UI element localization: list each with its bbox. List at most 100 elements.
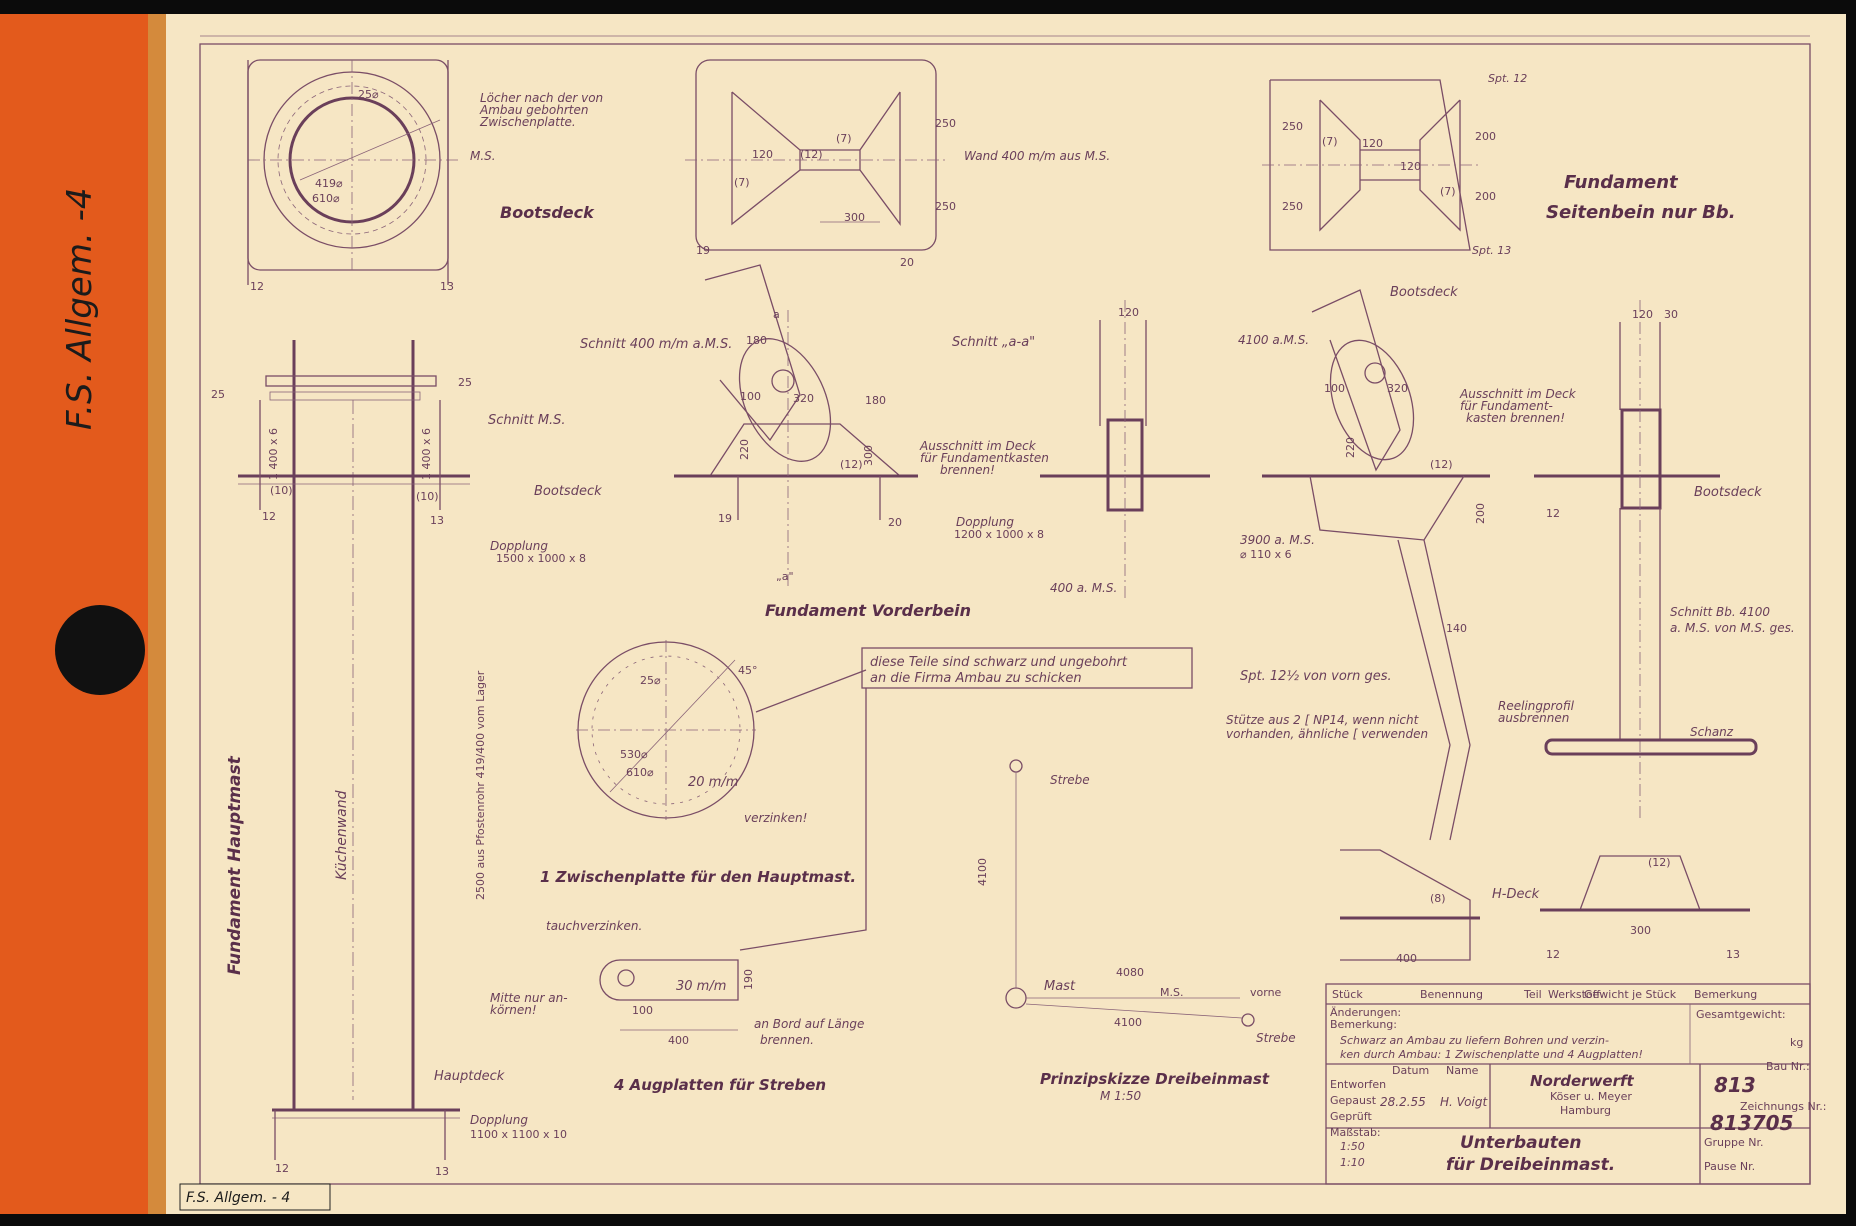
svg-text:4100 a.M.S.: 4100 a.M.S. [1238, 333, 1309, 347]
svg-text:Schwarz an Ambau zu liefern Bo: Schwarz an Ambau zu liefern Bohren und v… [1340, 1034, 1609, 1047]
svg-text:200: 200 [1474, 503, 1487, 524]
svg-text:Strebe: Strebe [1256, 1031, 1296, 1045]
svg-text:Zeichnungs Nr.:: Zeichnungs Nr.: [1740, 1100, 1826, 1113]
svg-text:220: 220 [738, 439, 751, 460]
svg-text:250: 250 [1282, 200, 1303, 213]
svg-text:25: 25 [458, 376, 472, 389]
svg-text:813: 813 [1714, 1073, 1756, 1097]
svg-text:Gewicht je Stück: Gewicht je Stück [1584, 988, 1677, 1001]
svg-text:1500 x 1000 x 8: 1500 x 1000 x 8 [496, 552, 586, 565]
svg-text:4100: 4100 [1114, 1016, 1142, 1029]
svg-text:Hamburg: Hamburg [1560, 1104, 1611, 1117]
wand-400-view: 300 250 250 120 (12) (7) (7) Wand 400 m/… [685, 59, 1110, 269]
svg-text:Schnitt Bb. 4100: Schnitt Bb. 4100 [1670, 605, 1770, 619]
svg-text:1100 x 1100 x 10: 1100 x 1100 x 10 [470, 1128, 567, 1141]
svg-text:(7): (7) [836, 132, 852, 145]
svg-text:Bootsdeck: Bootsdeck [534, 484, 602, 499]
svg-text:Maßstab:: Maßstab: [1330, 1126, 1381, 1139]
svg-text:Norderwerft: Norderwerft [1530, 1072, 1635, 1090]
svg-text:120: 120 [1632, 308, 1653, 321]
svg-text:Gesamtgewicht:: Gesamtgewicht: [1696, 1008, 1786, 1021]
svg-text:Stück: Stück [1332, 988, 1363, 1001]
svg-text:Spt. 12½ von vorn ges.: Spt. 12½ von vorn ges. [1240, 669, 1392, 684]
svg-text:für Dreibeinmast.: für Dreibeinmast. [1446, 1155, 1615, 1175]
svg-text:Wand 400 m/m aus M.S.: Wand 400 m/m aus M.S. [964, 149, 1110, 163]
seitenbein-side-view: Bootsdeck 4100 a.M.S. 100 320 220 200 (1… [1226, 285, 1577, 965]
svg-text:Bau Nr.:: Bau Nr.: [1766, 1060, 1810, 1073]
svg-text:Fundament Vorderbein: Fundament Vorderbein [765, 601, 971, 620]
svg-text:45°: 45° [738, 664, 758, 677]
zwischenplatte-view: 25⌀ 530⌀ 610⌀ 45° 20 m/m verzinken! dies… [540, 640, 1193, 951]
svg-text:120: 120 [1362, 137, 1383, 150]
svg-text:Geprüft: Geprüft [1330, 1110, 1372, 1123]
svg-text:25: 25 [211, 388, 225, 401]
svg-text:4100: 4100 [976, 858, 989, 886]
svg-text:für Fundament-: für Fundament- [1460, 399, 1553, 413]
svg-text:12: 12 [1546, 948, 1560, 961]
svg-text:M.S.: M.S. [470, 149, 496, 163]
svg-text:100: 100 [632, 1004, 653, 1017]
svg-text:Schnitt M.S.: Schnitt M.S. [488, 413, 566, 428]
prinzipskizze-view: Strebe Strebe Mast M.S. vorne 4080 4100 … [976, 759, 1296, 1103]
svg-text:30: 30 [1664, 308, 1678, 321]
svg-text:Entworfen: Entworfen [1330, 1078, 1386, 1091]
svg-text:(10): (10) [270, 484, 293, 497]
svg-text:(12): (12) [1430, 458, 1453, 471]
svg-text:300: 300 [1630, 924, 1651, 937]
svg-text:190: 190 [742, 969, 755, 990]
svg-text:4080: 4080 [1116, 966, 1144, 979]
svg-text:300: 300 [844, 211, 865, 224]
svg-text:2500 aus Pfostenrohr 419/400: 2500 aus Pfostenrohr 419/400 vom Lager [474, 670, 487, 900]
svg-text:20: 20 [888, 516, 902, 529]
svg-text:„a": „a" [776, 570, 794, 583]
drawing-border [199, 43, 1811, 1185]
svg-text:320: 320 [1387, 382, 1408, 395]
svg-text:320: 320 [793, 392, 814, 405]
hauptmast-view: 25 25 Schnitt M.S. Bootsdeck Dopplung 15… [211, 340, 602, 1178]
svg-text:vorhanden, ähnliche [ verwende: vorhanden, ähnliche [ verwenden [1226, 727, 1428, 741]
svg-text:Bootsdeck: Bootsdeck [500, 203, 595, 222]
svg-text:Datum: Datum [1392, 1064, 1429, 1077]
svg-text:Prinzipskizze Dreibeinmast: Prinzipskizze Dreibeinmast [1040, 1070, 1270, 1088]
drawing-sheet [150, 14, 1846, 1214]
svg-text:(7): (7) [734, 176, 750, 189]
svg-text:300: 300 [862, 445, 875, 466]
svg-text:Unterbauten: Unterbauten [1460, 1133, 1581, 1153]
svg-text:⌀ 110 x 6: ⌀ 110 x 6 [1240, 548, 1292, 561]
svg-text:Bootsdeck: Bootsdeck [1390, 285, 1458, 300]
svg-text:400: 400 [1396, 952, 1417, 965]
svg-text:Reelingprofil: Reelingprofil [1498, 699, 1575, 713]
svg-text:19: 19 [718, 512, 732, 525]
svg-text:530⌀: 530⌀ [620, 748, 648, 761]
svg-text:20 m/m: 20 m/m [688, 775, 738, 790]
svg-text:Dopplung: Dopplung [470, 1113, 528, 1127]
svg-text:Schanz: Schanz [1690, 725, 1734, 739]
svg-text:250: 250 [935, 200, 956, 213]
svg-text:13: 13 [430, 514, 444, 527]
svg-text:Bemerkung:: Bemerkung: [1330, 1018, 1397, 1031]
svg-text:a. M.S. von M.S. ges.: a. M.S. von M.S. ges. [1670, 621, 1795, 635]
tab-edge-strip [148, 14, 166, 1214]
svg-text:M 1:50: M 1:50 [1100, 1089, 1141, 1103]
svg-text:Name: Name [1446, 1064, 1479, 1077]
svg-text:Bootsdeck: Bootsdeck [1694, 485, 1762, 500]
svg-text:a: a [773, 308, 780, 321]
svg-text:120: 120 [752, 148, 773, 161]
svg-text:brennen.: brennen. [760, 1033, 814, 1047]
svg-text:Mast: Mast [1044, 979, 1076, 994]
footer-label: F.S. Allgem. - 4 [186, 1190, 290, 1206]
svg-text:180: 180 [865, 394, 886, 407]
svg-text:Ausschnitt im Deck: Ausschnitt im Deck [919, 439, 1037, 453]
vorderbein-view: Schnitt 400 m/m a.M.S. a „a" 180 180 100… [580, 264, 1210, 620]
svg-text:tauchverzinken.: tauchverzinken. [546, 919, 642, 933]
svg-text:1 Zwischenplatte für den Haupt: 1 Zwischenplatte für den Hauptmast. [540, 868, 856, 886]
svg-text:400: 400 [668, 1034, 689, 1047]
svg-text:19: 19 [696, 244, 710, 257]
svg-text:Teil: Teil [1523, 988, 1542, 1001]
svg-text:1200 x 1000 x 8: 1200 x 1000 x 8 [954, 528, 1044, 541]
svg-text:Gepaust: Gepaust [1330, 1094, 1377, 1107]
svg-text:ken durch Ambau: 1 Zwischenpla: ken durch Ambau: 1 Zwischenplatte und 4 … [1340, 1048, 1643, 1061]
svg-text:Pause Nr.: Pause Nr. [1704, 1160, 1755, 1173]
